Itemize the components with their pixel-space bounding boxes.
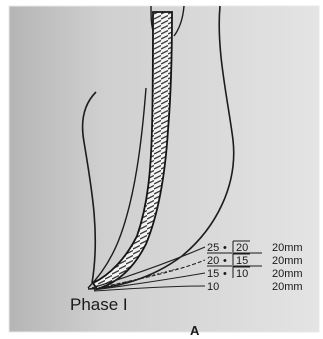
row-1-length: 20mm xyxy=(272,242,303,254)
row-3-size-2: 10 xyxy=(236,268,248,280)
row-2-size-2: 15 xyxy=(236,255,248,267)
row-2-dot: • xyxy=(223,255,227,267)
row-4-size: 10 xyxy=(207,281,219,293)
row-1-size: 25 xyxy=(207,242,219,254)
row-2-size: 20 xyxy=(207,255,219,267)
row-3-size: 15 xyxy=(207,268,219,280)
row-1-dot: • xyxy=(223,242,227,254)
row-1-size-2: 20 xyxy=(236,242,248,254)
row-2-length: 20mm xyxy=(272,255,303,267)
panel-letter: A xyxy=(190,323,200,338)
row-4-length: 20mm xyxy=(272,281,303,293)
row-3-dot: • xyxy=(223,268,227,280)
row-3-length: 20mm xyxy=(272,268,303,280)
phase-label: Phase I xyxy=(70,295,128,314)
